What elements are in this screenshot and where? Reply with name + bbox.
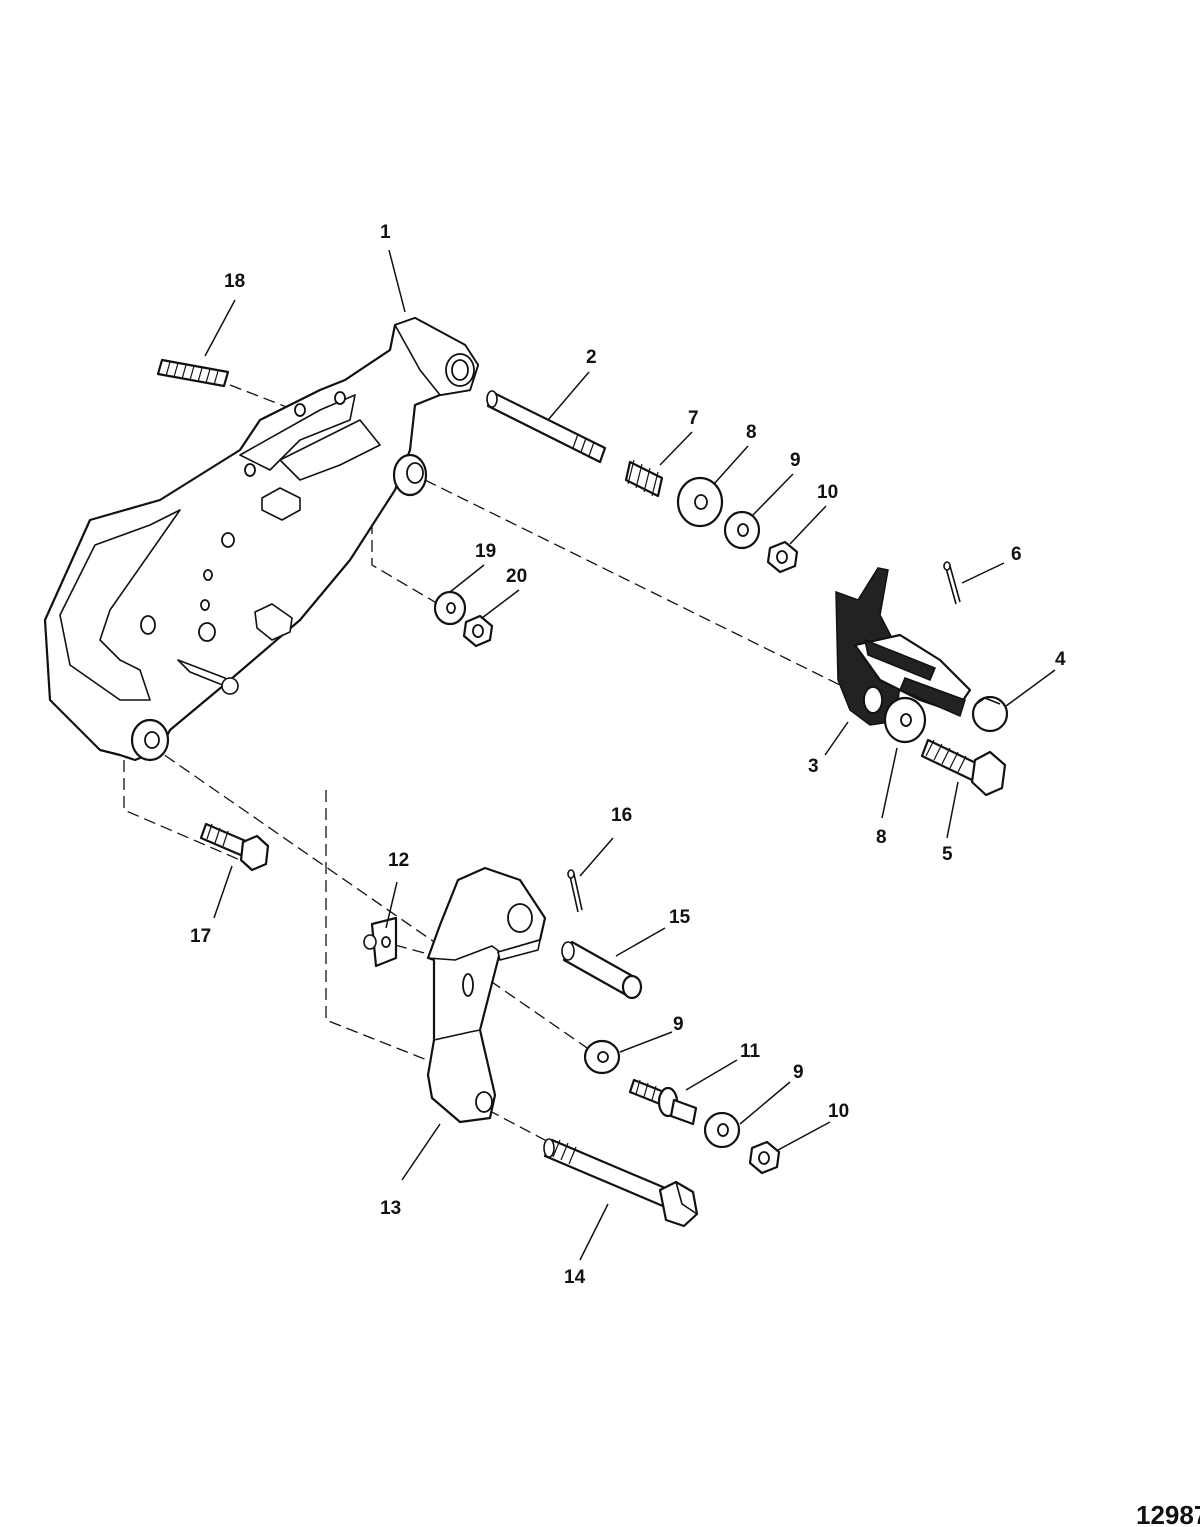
- cap-part-4: [971, 695, 1009, 733]
- pivot-pin-part-2: [486, 390, 607, 464]
- clevis-pin-part-15: [561, 940, 643, 1000]
- callout-20: 20: [506, 566, 527, 587]
- callout-6: 6: [1011, 544, 1022, 565]
- callout-11: 11: [740, 1041, 761, 1062]
- bolt-part-17: [199, 822, 270, 872]
- cotter-pin-part-16: [567, 869, 583, 913]
- bolt-part-5: [920, 738, 1007, 797]
- callout-17: 17: [190, 926, 211, 947]
- cotter-pin-part-6: [943, 561, 961, 605]
- callout-13: 13: [380, 1198, 401, 1219]
- callout-14: 14: [564, 1267, 586, 1288]
- callout-19: 19: [475, 541, 496, 562]
- callout-10-top: 10: [817, 482, 838, 503]
- lever-part-3: [835, 567, 972, 726]
- callout-labels: 1 18 2 7 8 9 10 6 19 20 4 3 8 5 16 12 15…: [190, 222, 1066, 1288]
- washer-part-9-middle: [583, 1039, 621, 1075]
- plate-part-12: [363, 916, 398, 968]
- callout-8-lower: 8: [876, 827, 887, 848]
- callout-18: 18: [224, 271, 245, 292]
- stud-part-11: [628, 1078, 698, 1126]
- arm-part-13: [426, 866, 547, 1124]
- nut-part-10-lower: [748, 1140, 781, 1175]
- callout-9-top: 9: [790, 450, 801, 471]
- callout-9-middle: 9: [673, 1014, 684, 1035]
- washer-part-9-top: [723, 510, 761, 550]
- callout-5: 5: [942, 844, 953, 865]
- callout-10-lower: 10: [828, 1101, 849, 1122]
- main-bracket: [43, 316, 480, 762]
- callout-16: 16: [611, 805, 632, 826]
- washer-part-8-top: [676, 476, 724, 528]
- washer-part-19: [433, 590, 467, 626]
- callout-15: 15: [669, 907, 691, 928]
- callout-4: 4: [1055, 649, 1066, 670]
- leader-lines: [204, 249, 1056, 1261]
- washer-part-8-lower: [883, 696, 927, 744]
- callout-8-top: 8: [746, 422, 757, 443]
- callout-3: 3: [808, 756, 819, 777]
- callout-12: 12: [388, 850, 409, 871]
- stud-part-18: [156, 358, 230, 388]
- spring-part-7: [624, 459, 664, 498]
- callout-2: 2: [586, 347, 597, 368]
- callout-9-lower: 9: [793, 1062, 804, 1083]
- callout-1: 1: [380, 222, 391, 243]
- nut-part-20: [462, 614, 494, 648]
- nut-part-10-top: [766, 540, 799, 574]
- figure-number: 12987: [1136, 1500, 1200, 1527]
- washer-part-9-lower: [703, 1111, 741, 1149]
- callout-7: 7: [688, 408, 699, 429]
- bolt-part-14: [543, 1138, 699, 1228]
